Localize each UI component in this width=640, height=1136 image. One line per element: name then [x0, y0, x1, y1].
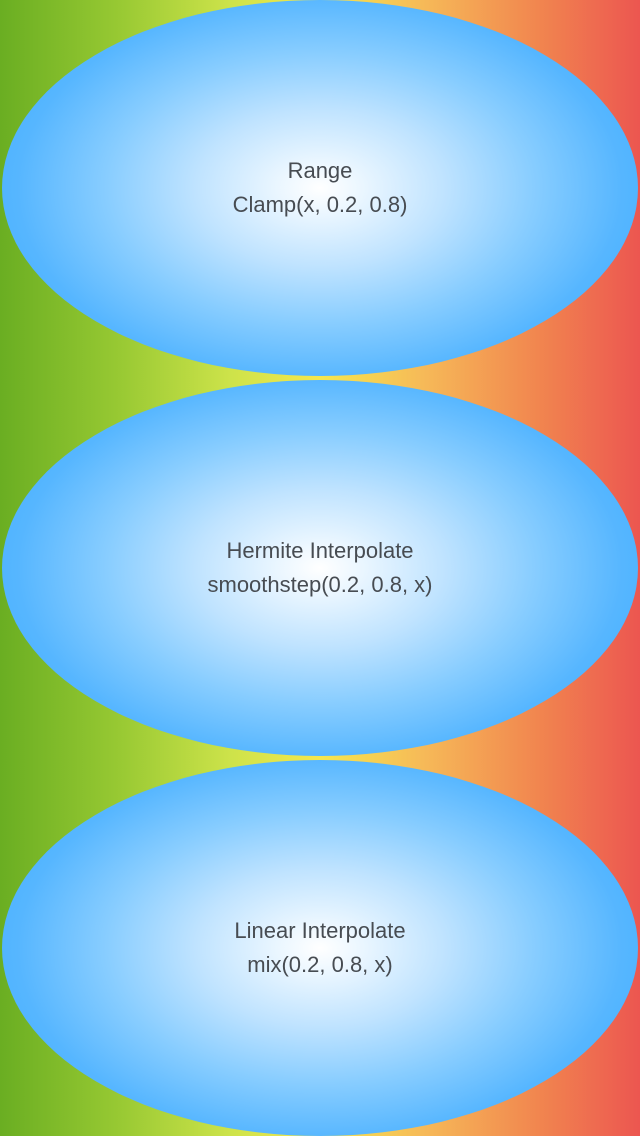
ellipse-title: Linear Interpolate	[234, 918, 406, 943]
ellipse-title: Hermite Interpolate	[226, 538, 414, 563]
linear-interpolate-ellipse: Linear Interpolate mix(0.2, 0.8, x)	[2, 760, 638, 1136]
ellipse-formula: Clamp(x, 0.2, 0.8)	[232, 192, 408, 217]
ellipse-formula: mix(0.2, 0.8, x)	[247, 952, 393, 977]
ellipse-formula: smoothstep(0.2, 0.8, x)	[207, 572, 433, 597]
ellipse-title: Range	[287, 158, 353, 183]
hermite-interpolate-ellipse: Hermite Interpolate smoothstep(0.2, 0.8,…	[2, 380, 638, 756]
range-clamp-ellipse: Range Clamp(x, 0.2, 0.8)	[2, 0, 638, 376]
